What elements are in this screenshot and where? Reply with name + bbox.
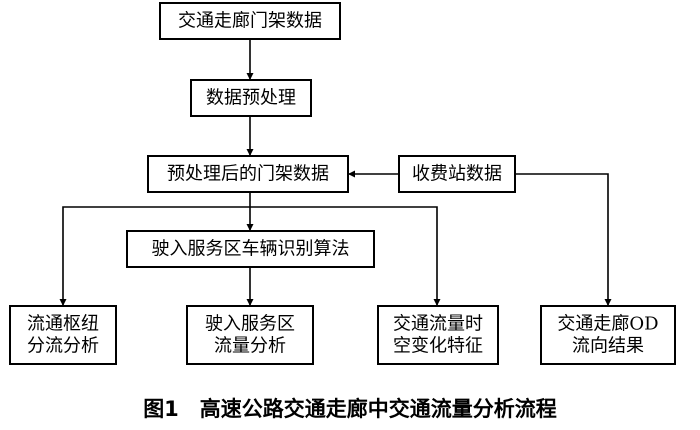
node-label: 空变化特征 — [393, 336, 483, 357]
node-box — [159, 2, 341, 40]
node-label: 流量分析 — [214, 336, 286, 357]
flow-edges — [59, 39, 612, 306]
figure-caption: 图1 高速公路交通走廊中交通流量分析流程 — [143, 397, 557, 421]
node-label: 交通走廊OD — [557, 314, 658, 335]
node-label: 流向结果 — [572, 336, 644, 357]
node-label: 驶入服务区车辆识别算法 — [152, 239, 350, 260]
node-box — [126, 230, 375, 268]
node-toll-station: 收费站数据 — [398, 155, 516, 193]
node-box — [186, 305, 314, 365]
node-label: 交通流量时 — [393, 314, 483, 335]
node-box — [190, 79, 312, 117]
node-label: 分流分析 — [27, 336, 99, 357]
node-box — [377, 305, 499, 365]
node-processed-gantry: 预处理后的门架数据 — [147, 155, 349, 193]
node-label: 驶入服务区 — [205, 314, 295, 335]
node-box — [398, 155, 516, 193]
node-label: 预处理后的门架数据 — [167, 164, 329, 185]
edge-processed-to-hub — [59, 206, 250, 306]
node-gantry-data: 交通走廊门架数据 — [159, 2, 341, 40]
node-preprocess: 数据预处理 — [190, 79, 312, 117]
node-box — [540, 305, 676, 365]
node-label: 流通枢纽 — [27, 314, 99, 335]
edge-processed-to-spatiotemporal — [250, 206, 441, 306]
node-label: 交通走廊门架数据 — [178, 11, 322, 32]
node-service-area-algo: 驶入服务区车辆识别算法 — [126, 230, 375, 268]
node-label: 数据预处理 — [206, 88, 296, 109]
node-box — [9, 305, 117, 365]
node-box — [147, 155, 349, 193]
edge-toll-to-od — [515, 173, 612, 306]
node-label: 收费站数据 — [412, 164, 502, 185]
